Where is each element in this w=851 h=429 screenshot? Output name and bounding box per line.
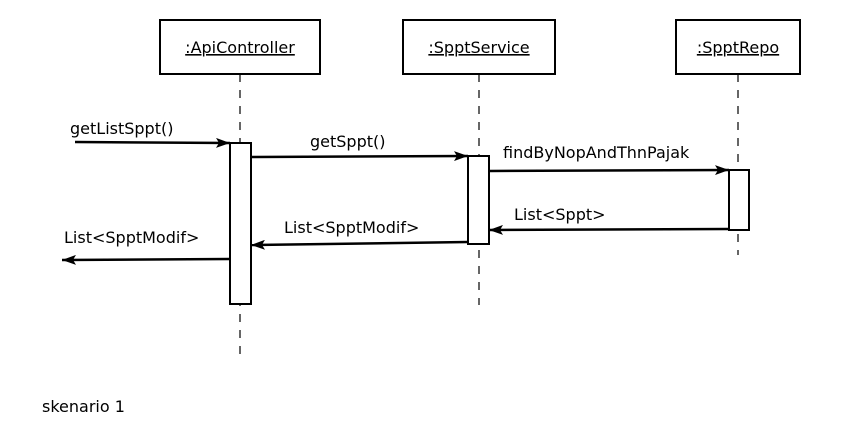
message-label-get-list-sppt: getListSppt() — [70, 119, 173, 138]
message-label-get-sppt: getSppt() — [310, 132, 386, 151]
diagram-caption: skenario 1 — [42, 397, 125, 416]
return-label-list-sppt-modif-service: List<SpptModif> — [284, 218, 419, 237]
participant-repo-label: :SpptRepo — [697, 38, 779, 57]
participant-service-label: :SpptService — [428, 38, 529, 57]
participant-api-label: :ApiController — [185, 38, 295, 57]
message-label-find-by-nop: findByNopAndThnPajak — [503, 143, 690, 162]
message-arrow-get-list-sppt — [74, 137, 231, 148]
activation-repo — [728, 169, 750, 231]
return-label-list-sppt-modif-out: List<SpptModif> — [64, 228, 199, 247]
return-arrow-list-sppt-modif-service — [250, 239, 469, 250]
participant-api-controller: :ApiController — [159, 19, 321, 355]
participant-sppt-repo: :SpptRepo — [675, 19, 801, 255]
message-arrow-find-by-nop — [488, 165, 730, 176]
activation-service — [467, 155, 490, 245]
return-arrow-list-sppt-modif-out — [61, 254, 231, 265]
participant-api-box — [159, 19, 321, 75]
message-arrow-get-sppt — [250, 151, 469, 162]
activation-api — [229, 142, 252, 305]
return-label-list-sppt: List<Sppt> — [514, 205, 606, 224]
return-arrow-list-sppt — [488, 224, 730, 235]
participant-repo-box — [675, 19, 801, 75]
